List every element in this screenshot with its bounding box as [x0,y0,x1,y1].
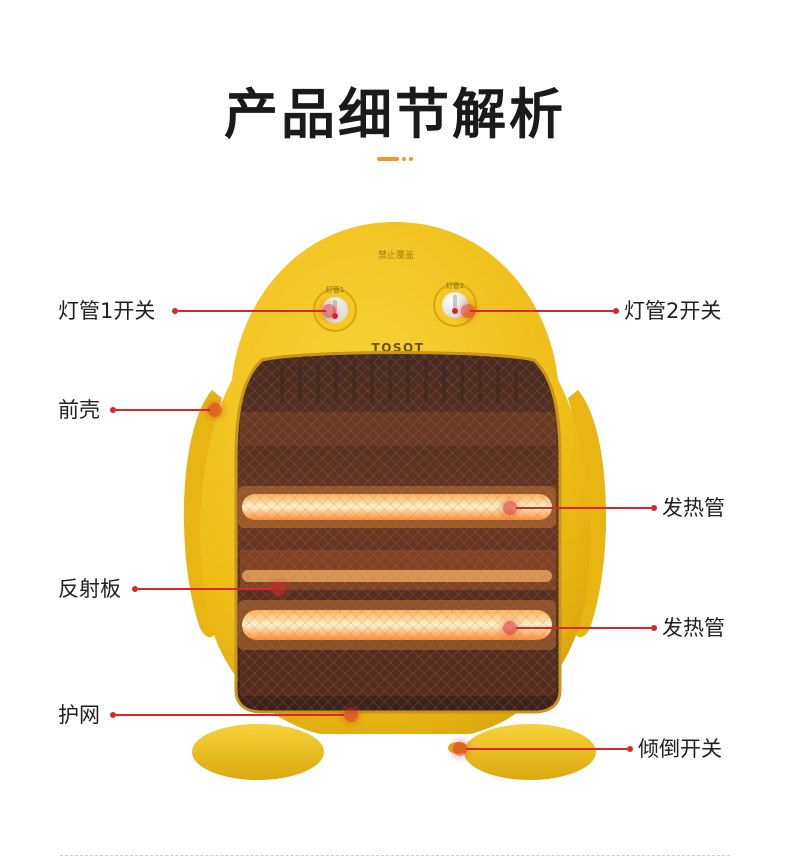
callout-marker [503,621,517,635]
bottom-divider [60,855,730,856]
callout-dot [651,505,657,511]
callout-dot [132,586,138,592]
callout-dot [110,407,116,413]
right-foot [464,724,596,780]
callout-reflector-label: 反射板 [58,577,121,601]
callout-guard-mesh-label: 护网 [58,703,100,727]
knob-1-marking: 灯管1 [326,285,344,294]
title-accent-dot [402,157,406,161]
page-title: 产品细节解析 [224,83,566,146]
callout-dot [613,308,619,314]
knob-2-marking: 灯管2 [446,281,464,290]
callout-heating-tube-upper-label: 发热管 [662,496,725,520]
callout-front-shell-label: 前壳 [58,398,100,422]
guard-mesh [234,351,562,714]
callout-marker [503,501,517,515]
callout-marker [453,742,467,756]
callout-leader-line [178,310,326,312]
callout-dot [172,308,178,314]
callout-leader-line [516,627,651,629]
top-marking: 禁止覆盖 [378,249,414,261]
callout-marker [322,304,336,318]
callout-dot [627,746,633,752]
callout-leader-line [138,588,272,590]
left-foot [192,724,324,780]
callout-dot [110,712,116,718]
callout-tip-over-switch-label: 倾倒开关 [638,737,722,761]
callout-marker [461,304,475,318]
callout-tube2-switch-label: 灯管2开关 [624,299,722,323]
callout-dot [651,625,657,631]
title-accent-dot [409,157,413,161]
callout-marker [344,708,358,722]
callout-marker [272,582,286,596]
callout-leader-line [116,714,344,716]
callout-heating-tube-lower-label: 发热管 [662,616,725,640]
callout-tube1-switch-label: 灯管1开关 [58,299,156,323]
callout-leader-line [470,310,613,312]
callout-leader-line [116,409,210,411]
callout-leader-line [466,748,627,750]
callout-marker [208,403,222,417]
callout-leader-line [516,507,651,509]
title-accent-bar [377,157,399,161]
